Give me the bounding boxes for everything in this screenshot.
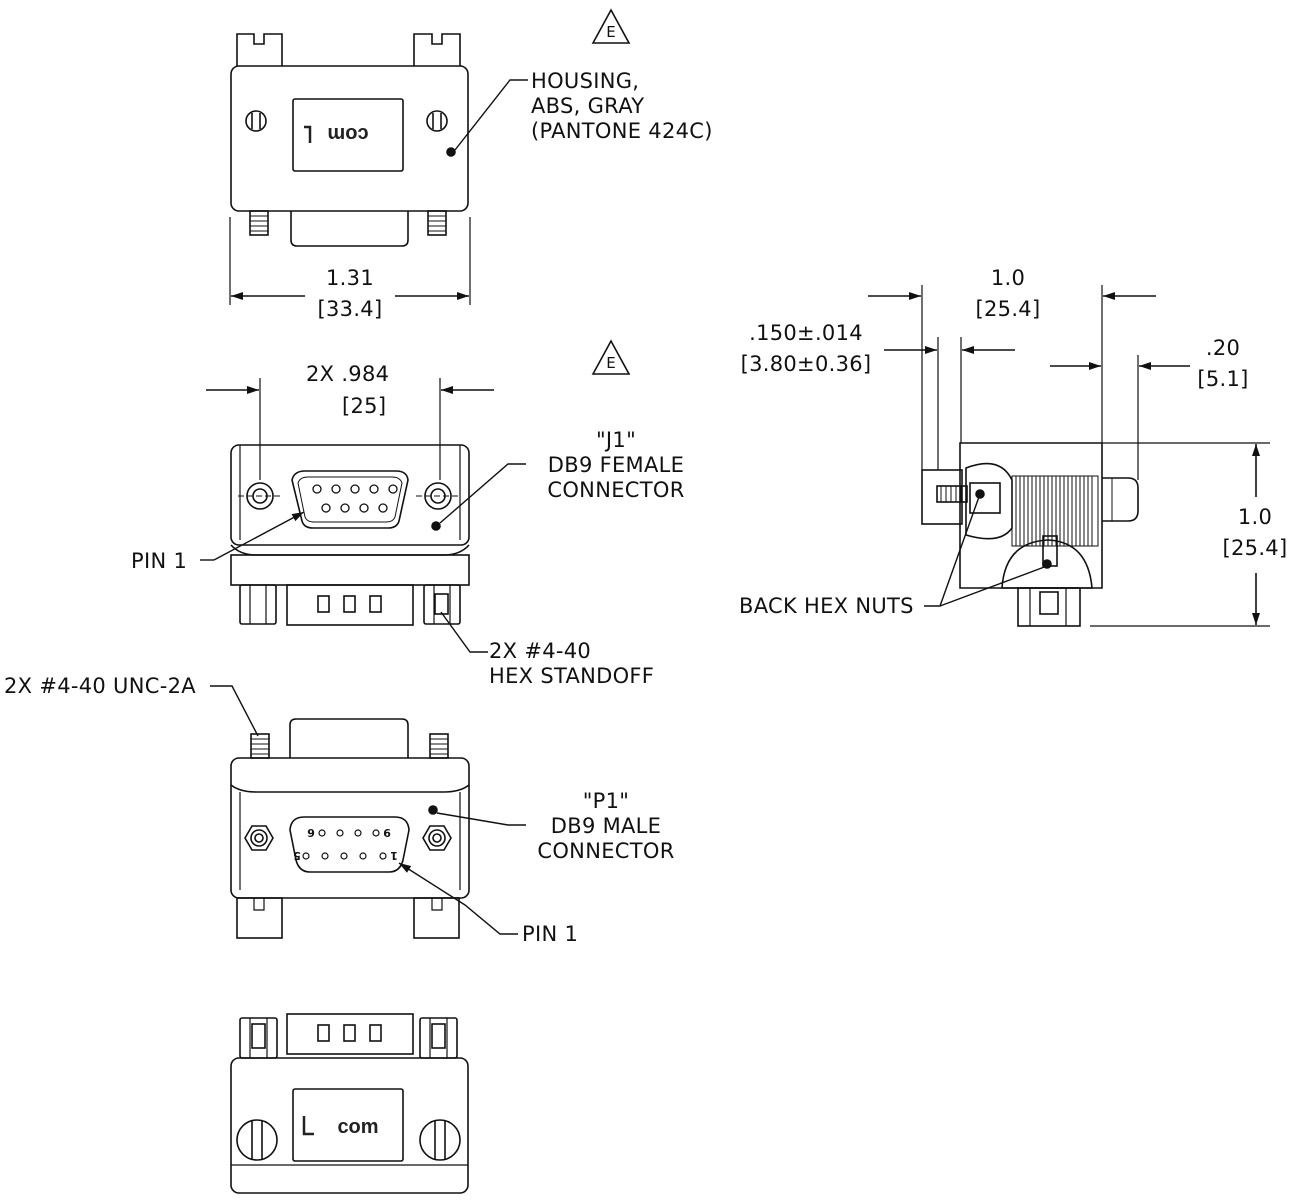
- j1-connector-callout: "J1" DB9 FEMALE CONNECTOR: [526, 428, 706, 503]
- top-leader: [454, 79, 528, 151]
- bottom-thumbscrew-left: [236, 1119, 278, 1161]
- front-pin1-label: PIN 1: [131, 549, 188, 573]
- side-height-dimension: 1.0 [25.4]: [1215, 505, 1294, 561]
- rear-pin1-leader: [398, 862, 518, 935]
- rear-hex-right: [422, 825, 452, 851]
- bottom-logo-plate: [292, 1088, 404, 1162]
- bottom-housing: [230, 1057, 469, 1194]
- rear-screw-leader: [210, 685, 259, 737]
- pin-number-9: 9: [383, 826, 391, 839]
- side-offset-mm: [5.1]: [1197, 367, 1249, 391]
- rear-thread-left: [250, 733, 270, 759]
- top-screw-tab-left: [236, 33, 283, 66]
- side-bottom-connector: [1017, 587, 1081, 627]
- revision-mark-top: E: [606, 23, 615, 41]
- side-ribs: [1011, 475, 1099, 547]
- back-hex-nuts-label: BACK HEX NUTS: [739, 594, 914, 618]
- rear-thread-right: [429, 733, 449, 759]
- top-shell: [290, 211, 409, 247]
- side-width-inches: 1.0: [990, 266, 1026, 290]
- p1-callout-line-2: DB9 MALE: [550, 814, 662, 838]
- side-flange-dimension: .150±.014 [3.80±0.36]: [736, 321, 876, 377]
- standoff-callout: 2X #4-40 HEX STANDOFF: [489, 639, 654, 689]
- db9-female-pins: [312, 484, 398, 513]
- side-screw-thread: [936, 485, 968, 503]
- top-view: [229, 8, 631, 305]
- side-offset-dimension: .20 [5.1]: [1190, 336, 1256, 392]
- side-flange-mm: [3.80±0.36]: [740, 352, 872, 376]
- side-width-dimension: 1.0 [25.4]: [968, 266, 1048, 322]
- db9-male-pins: [302, 829, 387, 860]
- housing-callout: HOUSING, ABS, GRAY (PANTONE 424C): [531, 69, 713, 144]
- logo-plate: [292, 98, 404, 172]
- standoff-line-2: HEX STANDOFF: [489, 664, 655, 688]
- bottom-plug: [286, 1013, 414, 1055]
- bottom-logo: com: [337, 1116, 378, 1138]
- housing-callout-line-3: (PANTONE 424C): [531, 119, 713, 143]
- top-width-dimension: 1.31 [33.4]: [305, 266, 395, 322]
- side-flange-inches: .150±.014: [749, 321, 863, 345]
- bottom-standoff-left: [239, 1017, 278, 1059]
- side-view: [868, 285, 1270, 627]
- side-flange: [921, 469, 963, 525]
- standoff-line-1: 2X #4-40: [489, 639, 592, 663]
- front-standoff-right: [423, 584, 461, 625]
- pin-number-6: 6: [307, 826, 315, 839]
- top-width-mm: [33.4]: [317, 297, 383, 321]
- rear-tab-right: [413, 897, 460, 939]
- side-width-mm: [25.4]: [975, 297, 1041, 321]
- side-offset-inches: .20: [1205, 336, 1241, 360]
- p1-callout-line-1: "P1": [582, 789, 630, 813]
- top-width-inches: 1.31: [326, 266, 374, 290]
- j1-callout-line-1: "J1": [595, 428, 637, 452]
- top-screw-head-left: [245, 110, 267, 132]
- side-height-inches: 1.0: [1237, 505, 1273, 529]
- j1-callout-line-3: CONNECTOR: [547, 478, 685, 502]
- rear-view: [210, 685, 526, 939]
- j1-callout-line-2: DB9 FEMALE: [547, 453, 685, 477]
- front-standoff-left: [239, 584, 277, 625]
- top-screw-tab-right: [413, 33, 461, 66]
- front-housing: [230, 444, 470, 546]
- pin-number-1: 1: [390, 849, 398, 862]
- top-thread-left: [249, 210, 269, 236]
- front-spacing-mm: [25]: [342, 394, 387, 418]
- front-view: [200, 339, 631, 653]
- p1-callout-line-3: CONNECTOR: [537, 839, 675, 863]
- bottom-standoff-right: [419, 1017, 458, 1059]
- front-conn-leader: [439, 463, 526, 524]
- db9-female-shell: [291, 470, 409, 529]
- rear-housing: [230, 757, 470, 899]
- side-rear-screw: [1102, 477, 1139, 522]
- front-spacing-inches: 2X .984: [306, 362, 390, 386]
- top-screw-head-right: [426, 110, 448, 132]
- side-housing: [959, 442, 1103, 589]
- p1-connector-callout: "P1" DB9 MALE CONNECTOR: [516, 789, 696, 864]
- top-thread-right: [427, 210, 447, 236]
- top-logo: com: [327, 123, 368, 145]
- front-standoff-leader: [440, 611, 488, 653]
- revision-mark-front: E: [606, 354, 615, 372]
- housing-callout-line-2: ABS, GRAY: [531, 94, 645, 118]
- side-hex-nut: [965, 462, 1013, 540]
- bottom-thumbscrew-right: [419, 1119, 461, 1161]
- bottom-view: [230, 1013, 469, 1194]
- top-housing: [230, 65, 469, 212]
- side-nuts-leader: [924, 493, 981, 607]
- pin-number-5: 5: [293, 849, 301, 862]
- side-bottom-nut: [1001, 539, 1093, 589]
- front-male-plug: [286, 584, 414, 626]
- rear-hex-left: [244, 825, 274, 851]
- rear-conn-leader: [436, 812, 526, 826]
- rear-tab-left: [236, 897, 283, 939]
- rear-pin1-label: PIN 1: [522, 922, 579, 946]
- db9-male-shell: [289, 816, 410, 873]
- rear-shell: [289, 718, 409, 758]
- housing-callout-line-1: HOUSING,: [531, 69, 640, 93]
- side-height-mm: [25.4]: [1222, 536, 1288, 560]
- rear-screw-label: 2X #4-40 UNC-2A: [4, 674, 196, 698]
